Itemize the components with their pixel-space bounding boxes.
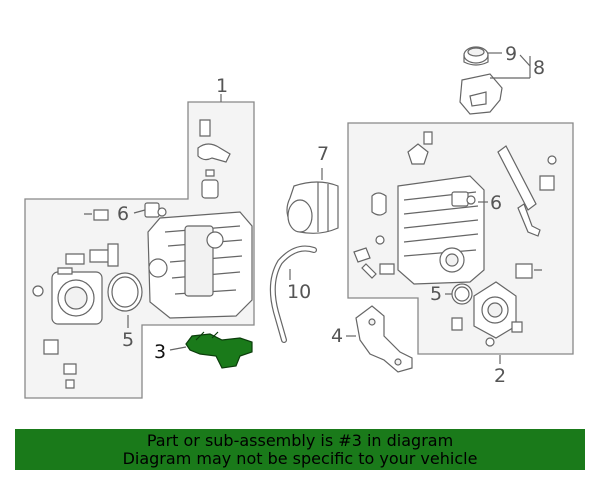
- upper-intake-manifold-left: [147, 211, 253, 319]
- callout-8: 8: [533, 57, 545, 79]
- banner-line-1: Part or sub-assembly is #3 in diagram: [146, 431, 454, 450]
- banner-line-2: Diagram may not be specific to your vehi…: [122, 449, 478, 468]
- small-fittings-left: [32, 119, 231, 389]
- callout-7: 7: [317, 143, 329, 165]
- sensor-6-left: [144, 202, 167, 218]
- cap-9: [463, 46, 489, 66]
- reservoir-8: [459, 73, 503, 115]
- throttle-body-left: [51, 271, 103, 325]
- intake-hose-7: [286, 181, 339, 234]
- callout-10: 10: [287, 281, 311, 303]
- callout-3: 3: [154, 341, 166, 363]
- callout-9: 9: [505, 43, 517, 65]
- callout-6-left: 6: [117, 203, 129, 225]
- throttle-body-right: [473, 281, 517, 339]
- callout-4: 4: [331, 325, 343, 347]
- part-3-highlighted: [185, 331, 253, 369]
- parts-diagram: 1 2 3 4 5 5 6 6 7 8 9 10: [24, 43, 574, 399]
- upper-intake-manifold-right: [397, 175, 485, 285]
- leader-lines: [127, 52, 531, 364]
- callout-1: 1: [216, 75, 228, 97]
- gasket-5-left: [107, 272, 143, 312]
- small-fittings-right: [353, 131, 557, 347]
- callout-2: 2: [494, 365, 506, 387]
- callout-5-right: 5: [430, 283, 442, 305]
- callout-5-left: 5: [122, 329, 134, 351]
- gasket-5-right: [451, 283, 473, 305]
- tube-10: [269, 245, 317, 343]
- bracket-4: [355, 305, 413, 373]
- info-banner: Part or sub-assembly is #3 in diagram Di…: [15, 429, 585, 470]
- sensor-6-right: [451, 191, 476, 207]
- callout-6-right: 6: [490, 192, 502, 214]
